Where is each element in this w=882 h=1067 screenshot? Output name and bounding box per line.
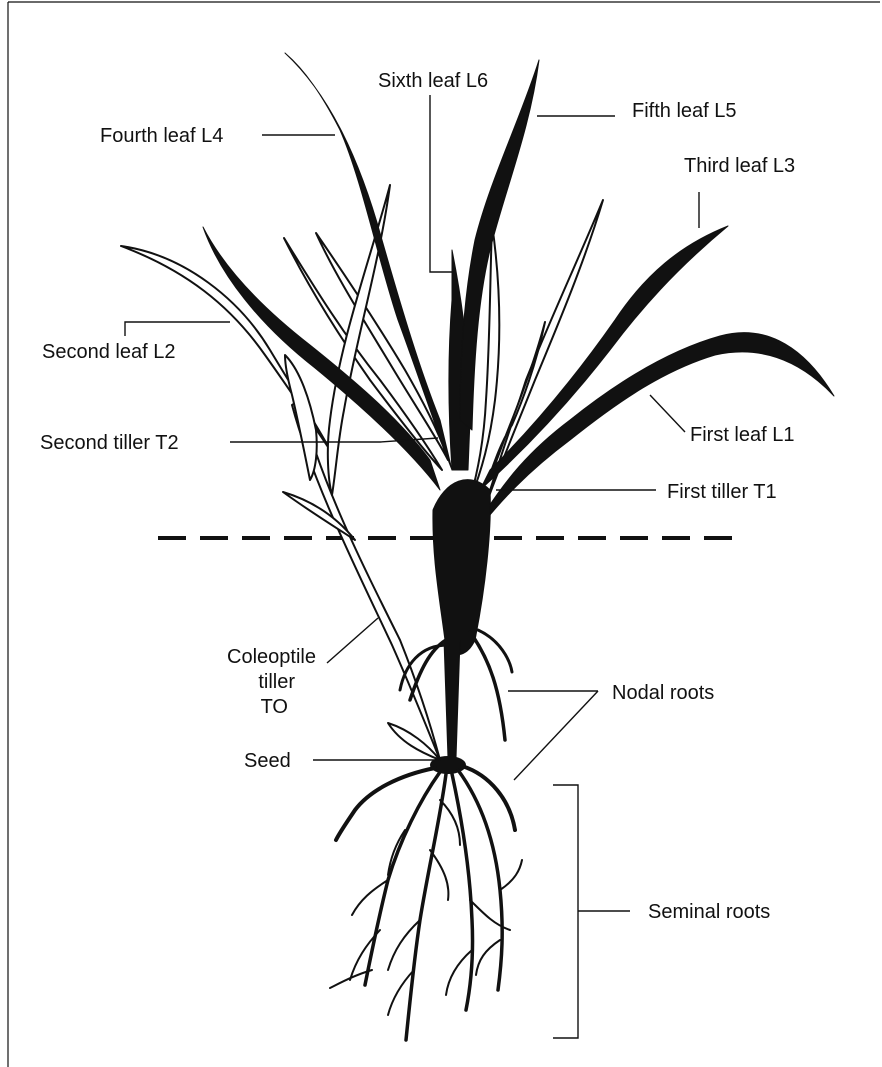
leader-nodal-roots-b	[514, 691, 598, 780]
main-shoot-base	[433, 480, 490, 655]
label-sixth-leaf: Sixth leaf L6	[378, 70, 488, 92]
label-coleoptile-3: TO	[261, 696, 288, 718]
label-fourth-leaf: Fourth leaf L4	[100, 125, 223, 147]
label-first-leaf: First leaf L1	[690, 424, 794, 446]
seminal-roots	[330, 766, 522, 1040]
coleoptile-leaf-b	[283, 492, 355, 540]
third-leaf-l	[203, 227, 440, 490]
label-coleoptile-1: Coleoptile	[227, 646, 316, 668]
seminal-root	[406, 774, 446, 1040]
label-second-tiller: Second tiller T2	[40, 432, 179, 454]
coleoptile-leaf-a	[285, 355, 317, 480]
root-branch	[470, 900, 510, 930]
label-seminal-roots: Seminal roots	[648, 901, 770, 923]
label-coleoptile-2: tiller	[258, 671, 295, 693]
label-third-leaf: Third leaf L3	[684, 155, 795, 177]
seminal-root	[452, 774, 473, 1010]
leader-lines	[125, 95, 699, 1038]
main-stem	[444, 640, 460, 758]
leader-second-leaf	[125, 322, 230, 336]
label-first-tiller: First tiller T1	[667, 481, 777, 503]
seminal-roots-bracket	[553, 785, 578, 1038]
label-second-leaf: Second leaf L2	[42, 341, 175, 363]
label-seed: Seed	[244, 750, 291, 772]
leader-coleoptile-tiller	[327, 618, 378, 663]
label-fifth-leaf: Fifth leaf L5	[632, 100, 737, 122]
seminal-root	[462, 766, 515, 830]
leader-first-leaf	[650, 395, 685, 432]
leader-sixth-leaf	[430, 95, 452, 272]
labels: Sixth leaf L6 Fifth leaf L5 Fourth leaf …	[40, 70, 795, 923]
root-branch	[500, 860, 522, 890]
root-branch	[476, 940, 500, 975]
label-nodal-roots: Nodal roots	[612, 682, 714, 704]
